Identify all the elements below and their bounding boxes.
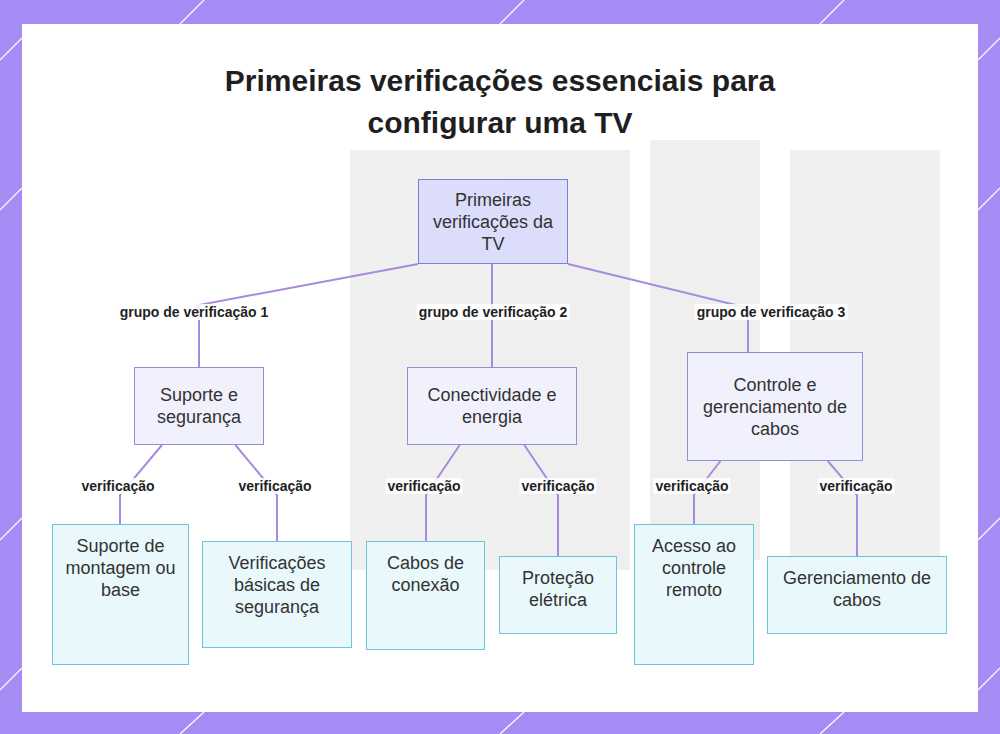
- node-text: Cabos de conexão: [375, 552, 476, 596]
- edge-label: verificação: [653, 478, 730, 494]
- tree-connector: [524, 445, 558, 556]
- node-text: Primeiras verificações da TV: [425, 189, 561, 255]
- tree-connector: [828, 461, 857, 556]
- group-box: Controle e gerenciamento de cabos: [687, 352, 863, 461]
- diagram-title: Primeiras verificações essenciais para c…: [200, 60, 800, 144]
- edge-label: verificação: [385, 478, 462, 494]
- group-box: Suporte e segurança: [134, 367, 264, 445]
- edge-label: grupo de verificação 1: [118, 304, 271, 320]
- node-text: Acesso ao controle remoto: [643, 535, 745, 601]
- node-text: Suporte e segurança: [141, 384, 257, 428]
- root-box: Primeiras verificações da TV: [418, 179, 568, 264]
- edge-label: grupo de verificação 2: [417, 304, 570, 320]
- check-box: Verificações básicas de segurança: [202, 541, 352, 648]
- check-box: Proteção elétrica: [499, 556, 617, 634]
- edge-label: grupo de verificação 3: [695, 304, 848, 320]
- edge-label: verificação: [79, 478, 156, 494]
- check-box: Suporte de montagem ou base: [52, 524, 189, 665]
- node-text: Proteção elétrica: [508, 567, 608, 611]
- node-text: Controle e gerenciamento de cabos: [694, 374, 856, 440]
- node-text: Gerenciamento de cabos: [776, 567, 938, 611]
- edge-label: verificação: [519, 478, 596, 494]
- node-text: Conectividade e energia: [414, 384, 570, 428]
- node-text: Suporte de montagem ou base: [61, 535, 180, 601]
- node-text: Verificações básicas de segurança: [211, 552, 343, 618]
- check-box: Acesso ao controle remoto: [634, 524, 754, 665]
- check-box: Cabos de conexão: [366, 541, 485, 650]
- check-box: Gerenciamento de cabos: [767, 556, 947, 634]
- group-box: Conectividade e energia: [407, 367, 577, 445]
- edge-label: verificação: [236, 478, 313, 494]
- card-background: [22, 24, 978, 712]
- edge-label: verificação: [817, 478, 894, 494]
